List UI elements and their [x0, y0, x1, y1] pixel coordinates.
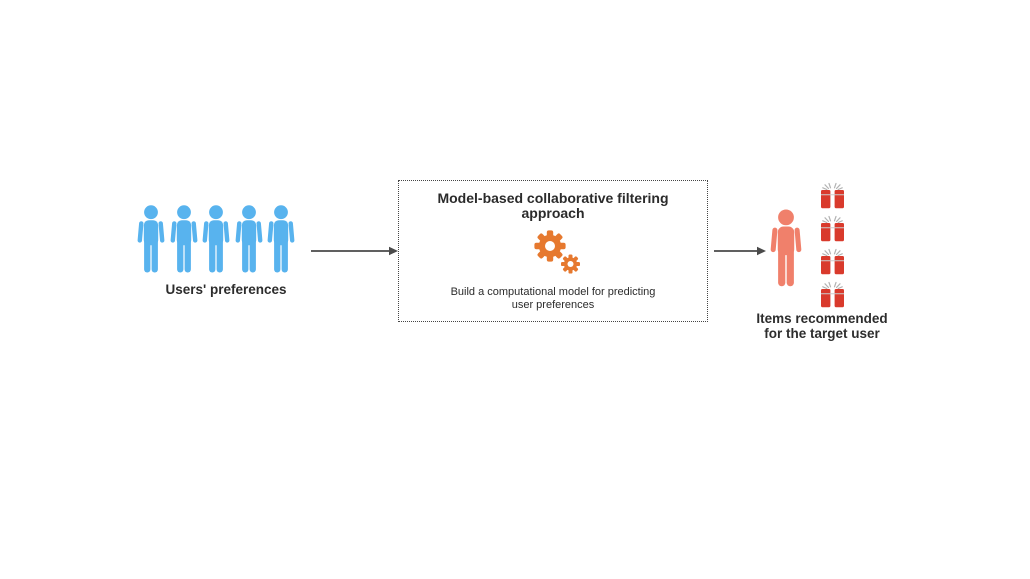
process-box-description-line2: user preferences	[511, 298, 595, 311]
arrow-right-icon	[311, 246, 398, 256]
gift-stack	[819, 182, 846, 308]
user-icon	[170, 205, 197, 273]
process-box-title-line2: approach	[521, 205, 585, 221]
gift-icon	[821, 248, 844, 275]
users-group	[137, 205, 295, 273]
process-box-description-line1: Build a computational model for predicti…	[450, 286, 656, 298]
gift-icon	[821, 215, 844, 242]
items-recommended-label: Items recommended for the target user	[729, 311, 915, 341]
gears-icon	[529, 227, 585, 282]
gift-icon	[821, 182, 844, 209]
arrow-right-icon	[714, 246, 766, 256]
user-icon	[267, 205, 295, 273]
target-user-icon	[770, 209, 802, 287]
process-box: Model-based collaborative filtering appr…	[398, 180, 708, 322]
user-icon	[137, 205, 165, 273]
user-icon	[202, 205, 230, 273]
items-recommended-label-line1: Items recommended	[756, 311, 888, 326]
items-recommended-label-line2: for the target user	[764, 325, 880, 341]
process-box-title-line1: Model-based collaborative filtering	[437, 190, 669, 206]
user-icon	[235, 205, 262, 273]
users-preferences-label: Users' preferences	[165, 282, 287, 297]
gift-icon	[821, 281, 844, 308]
